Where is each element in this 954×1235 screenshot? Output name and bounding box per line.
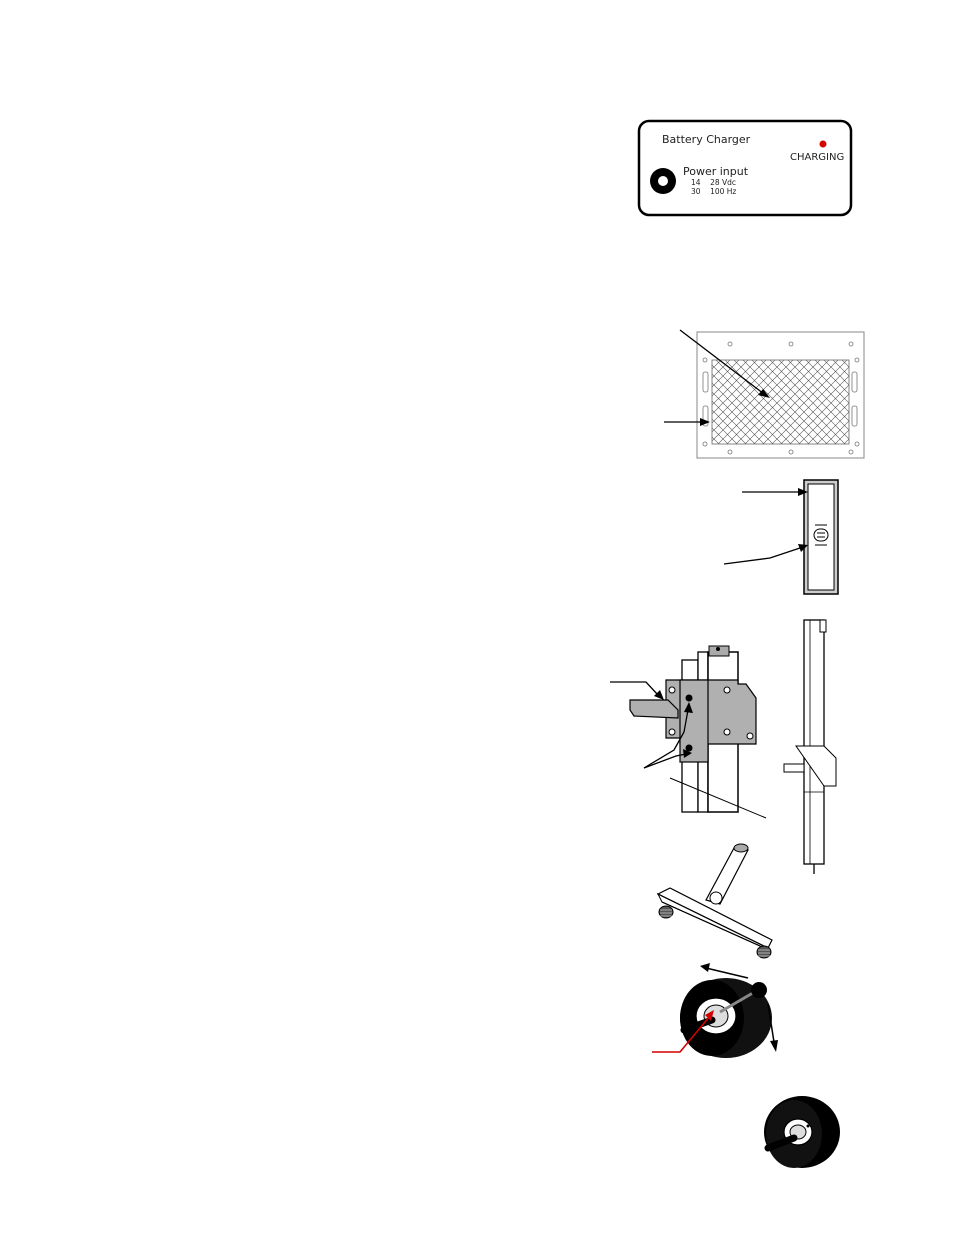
- caster-wheel: [756, 945, 772, 959]
- pointer-arrow: [742, 488, 808, 496]
- pointer-arrow: [664, 418, 710, 426]
- latch-knob: [813, 524, 829, 546]
- filter-mesh-plate-diagram: [664, 329, 865, 459]
- side-panel-latch-diagram: [723, 479, 839, 595]
- rotation-arrow: [767, 1003, 778, 1052]
- knob-closed-diagram: [764, 1096, 840, 1168]
- vertical-column-diagram: [783, 619, 837, 874]
- rotation-arrow: [700, 963, 749, 979]
- mounting-bracket-diagram: [610, 645, 767, 819]
- rotating-knob-diagram: [652, 963, 778, 1058]
- power-spec-line-2: 30 100 Hz: [691, 187, 736, 196]
- mesh-screen: [711, 359, 850, 445]
- red-pointer-arrow: [652, 1010, 714, 1053]
- battery-charger-panel: Battery Charger CHARGING Power input 14 …: [637, 119, 853, 217]
- base-stand-diagram: [656, 843, 773, 959]
- power-spec-line-1: 14 28 Vdc: [691, 178, 736, 187]
- power-jack-icon: [650, 168, 676, 194]
- charging-led-icon: [819, 140, 827, 148]
- charger-title: Battery Charger: [662, 133, 751, 146]
- power-input-label: Power input: [683, 165, 749, 178]
- pointer-arrow: [723, 544, 808, 565]
- charging-label: CHARGING: [790, 152, 844, 163]
- pointer-arrow: [610, 681, 664, 700]
- pointer-arrow: [643, 702, 693, 769]
- pointer-arrow: [679, 329, 770, 398]
- caster-wheel: [658, 905, 674, 919]
